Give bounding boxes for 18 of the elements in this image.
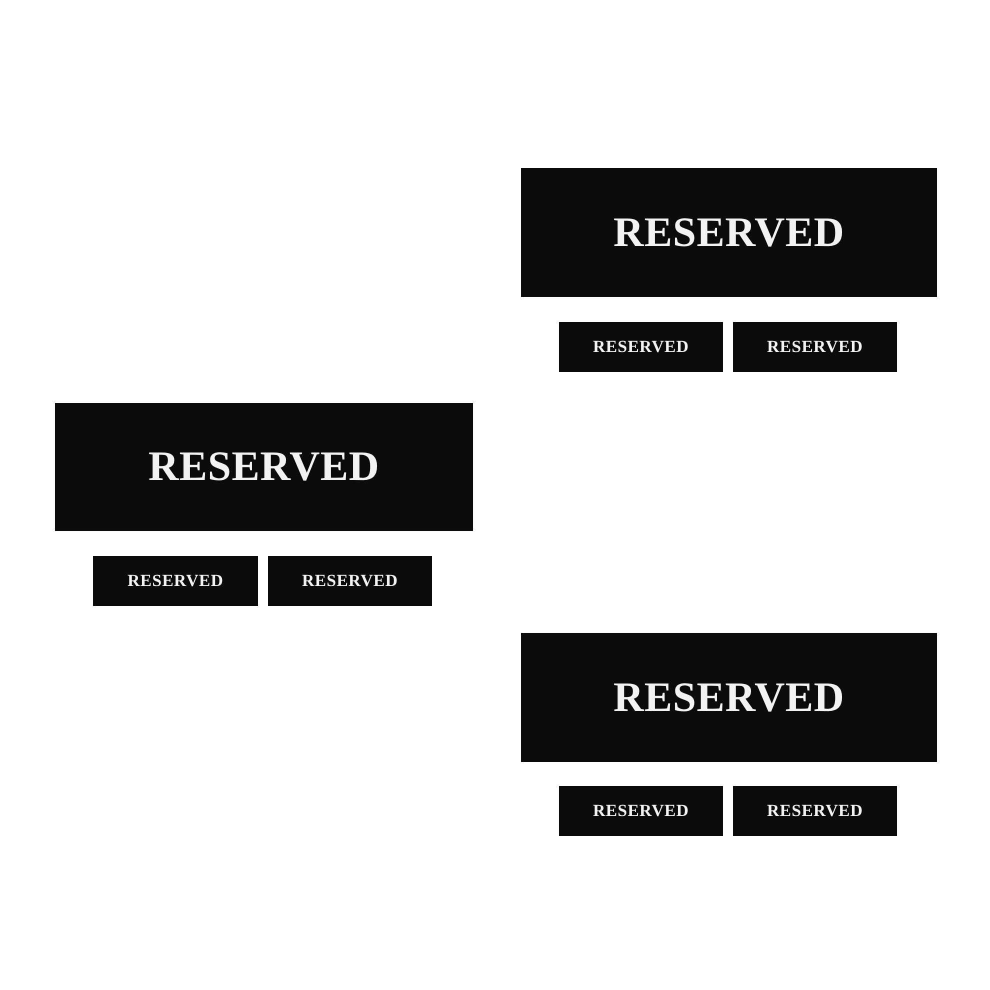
sign-plate [521, 168, 937, 297]
sign-plate [733, 786, 897, 836]
sign-plate [733, 322, 897, 372]
sign-text: RESERVED [767, 801, 863, 821]
sign-plate [268, 556, 432, 606]
sign-text: RESERVED [148, 443, 380, 491]
sign-text: RESERVED [128, 571, 224, 591]
sign-text: RESERVED [593, 337, 689, 357]
sign-plate [559, 786, 723, 836]
sign-plate [55, 403, 473, 531]
sign-text: RESERVED [613, 208, 845, 256]
sign-plate [93, 556, 258, 606]
sign-text: RESERVED [593, 801, 689, 821]
sign-plate [559, 322, 723, 372]
sign-text: RESERVED [767, 337, 863, 357]
sign-plate [521, 633, 937, 762]
sign-text: RESERVED [613, 674, 845, 722]
sign-text: RESERVED [302, 571, 398, 591]
